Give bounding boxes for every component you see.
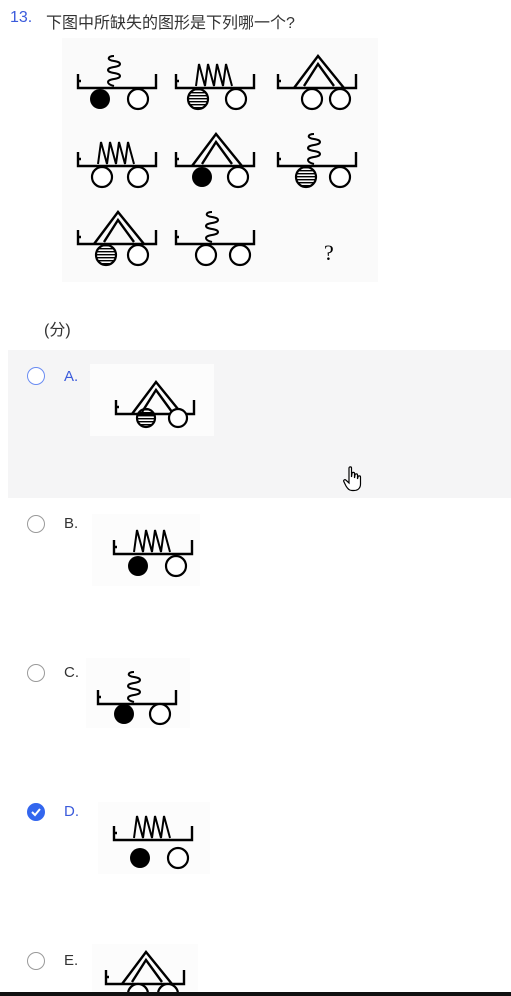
option-a-image[interactable] [90, 364, 214, 436]
option-a-row[interactable] [8, 350, 511, 498]
bottom-edge-bar [0, 992, 511, 996]
option-d-letter: D. [64, 803, 79, 820]
cell-r1c1 [76, 55, 158, 111]
option-b-image[interactable] [92, 514, 200, 586]
option-c-letter: C. [64, 664, 79, 681]
cell-r3c1 [76, 210, 158, 267]
option-e-image[interactable] [92, 944, 198, 992]
cell-r2c2 [174, 132, 256, 189]
hand-cursor-icon [343, 466, 362, 492]
option-b-letter: B. [64, 515, 79, 532]
cell-r2c3 [276, 133, 358, 189]
option-e-letter: E. [64, 952, 79, 969]
option-d-image[interactable] [98, 802, 210, 874]
checkmark-icon [31, 808, 41, 817]
question-number: 13. [10, 9, 33, 26]
cell-r3c2 [174, 211, 256, 267]
option-b-radio[interactable] [27, 515, 45, 533]
option-c-radio[interactable] [27, 664, 45, 682]
cell-r1c2 [174, 63, 256, 111]
cell-r2c1 [76, 141, 158, 189]
score-label: (分) [44, 322, 71, 339]
option-e-radio[interactable] [27, 952, 45, 970]
question-text: 下图中所缺失的图形是下列哪一个? [46, 15, 295, 32]
missing-mark: ? [324, 240, 334, 265]
option-d-radio[interactable] [27, 803, 45, 821]
option-a-radio[interactable] [27, 367, 45, 385]
option-a-letter: A. [64, 368, 79, 385]
cell-r1c3 [276, 54, 358, 111]
puzzle-matrix-image: ? [62, 38, 378, 282]
option-c-image[interactable] [86, 658, 190, 728]
